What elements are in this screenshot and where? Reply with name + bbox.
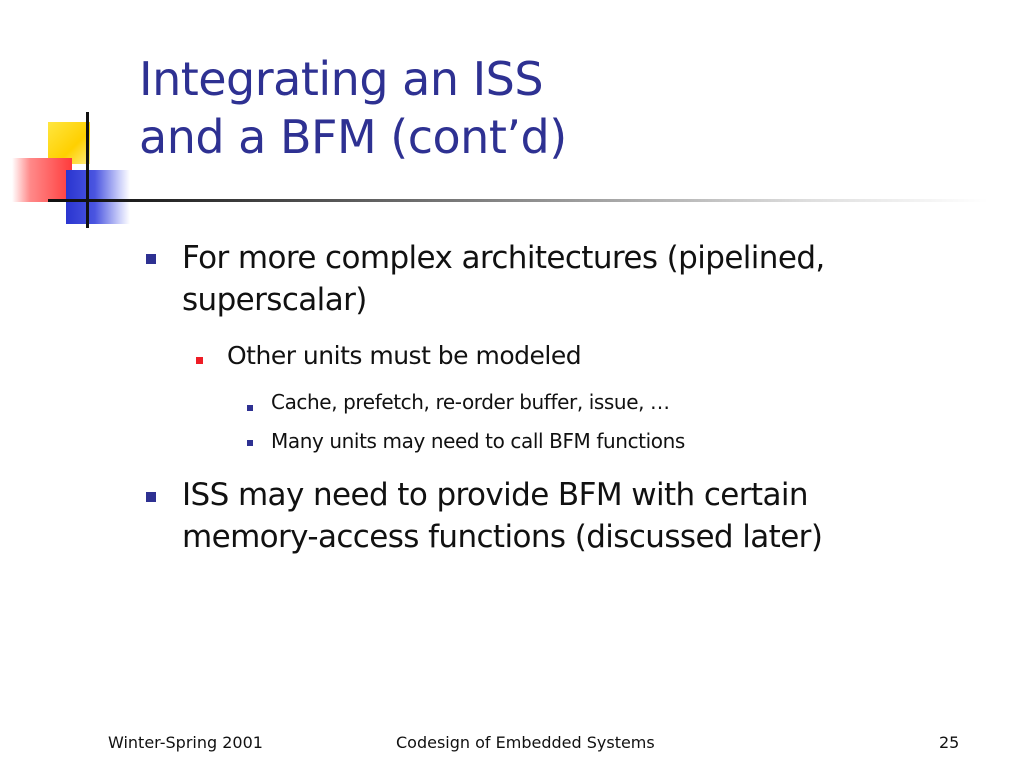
bullet-marker-level1 bbox=[146, 254, 156, 264]
footer-course-title: Codesign of Embedded Systems bbox=[396, 733, 655, 752]
red-square-shape bbox=[12, 158, 72, 202]
slide-title: Integrating an ISS and a BFM (cont’d) bbox=[139, 50, 959, 166]
bullet-level1: ISS may need to provide BFM with certain… bbox=[182, 474, 972, 558]
bullet-marker-level3 bbox=[247, 405, 253, 411]
vertical-rule bbox=[86, 112, 89, 228]
footer-date: Winter-Spring 2001 bbox=[108, 733, 263, 752]
bullet-text-line: ISS may need to provide BFM with certain bbox=[182, 477, 809, 513]
bullet-text-line: memory-access functions (discussed later… bbox=[182, 519, 823, 555]
decorative-logo bbox=[0, 0, 200, 240]
bullet-marker-level2 bbox=[196, 357, 203, 364]
bullet-level2: Other units must be modeled bbox=[227, 341, 582, 370]
horizontal-rule-left bbox=[48, 199, 88, 202]
bullet-text-line: superscalar) bbox=[182, 282, 367, 318]
footer-page-number: 25 bbox=[939, 733, 960, 752]
title-underline bbox=[88, 199, 988, 202]
yellow-square-shape bbox=[48, 122, 90, 164]
title-line-1: Integrating an ISS bbox=[139, 52, 544, 106]
bullet-marker-level3 bbox=[247, 440, 253, 446]
bullet-level1: For more complex architectures (pipeline… bbox=[182, 237, 972, 321]
bullet-marker-level1 bbox=[146, 492, 156, 502]
title-line-2: and a BFM (cont’d) bbox=[139, 110, 567, 164]
bullet-text-line: For more complex architectures (pipeline… bbox=[182, 240, 825, 276]
bullet-level3: Many units may need to call BFM function… bbox=[271, 429, 685, 453]
bullet-level3: Cache, prefetch, re-order buffer, issue,… bbox=[271, 390, 670, 414]
blue-square-shape bbox=[66, 170, 130, 224]
